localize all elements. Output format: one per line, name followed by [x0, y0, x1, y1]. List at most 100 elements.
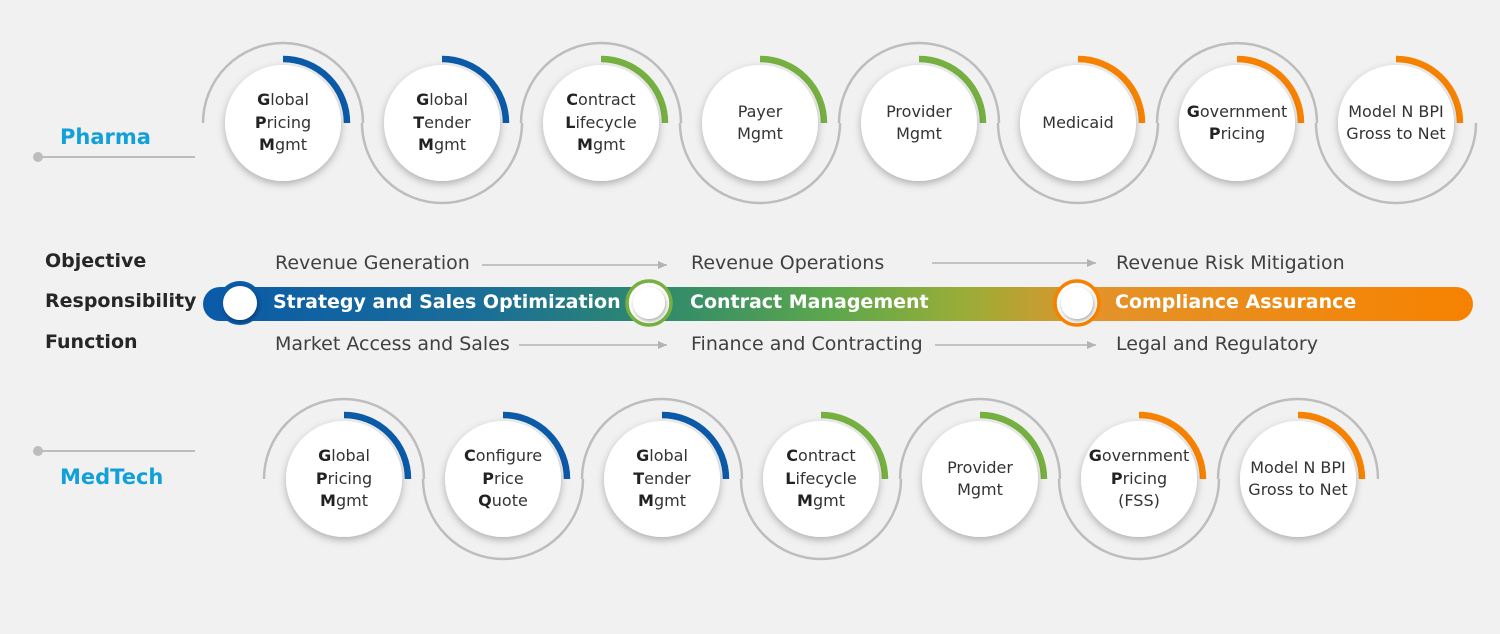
pharma-item-3-line-1: Contract	[566, 90, 636, 110]
pharma-node-2	[384, 55, 510, 181]
pharma-node-1	[225, 55, 351, 181]
medtech-item-4-line-1: Contract	[786, 446, 856, 466]
pharma-node-7	[1179, 55, 1305, 181]
pharma-wave-7	[1155, 41, 1319, 124]
medtech-item-7-line-1: Model N BPI	[1250, 457, 1346, 477]
pharma-item-4-line-1: Payer	[737, 101, 783, 121]
pharma-label: Pharma	[60, 125, 151, 149]
pharma-item-1-line-3: Mgmt	[259, 135, 307, 155]
medtech-item-2-line-3: Quote	[478, 491, 528, 511]
pharma-wave-4	[678, 122, 842, 205]
medtech-circle-7	[1240, 421, 1356, 537]
medtech-accent-arc-1	[343, 411, 412, 480]
medtech-item-1-line-2: Pricing	[315, 468, 373, 488]
medtech-node-7	[1240, 411, 1366, 537]
function-3: Legal and Regulatory	[1116, 333, 1318, 355]
pharma-circle-5	[861, 65, 977, 181]
medtech-wave-3	[580, 397, 744, 480]
medtech-circle-2	[445, 421, 561, 537]
medtech-wave-6	[1057, 478, 1221, 561]
knob-2	[625, 279, 673, 327]
medtech-node-3	[604, 411, 730, 537]
responsibility-row-label: Responsibility	[45, 290, 197, 312]
pharma-wave-3	[519, 41, 683, 124]
medtech-node-2	[445, 411, 571, 537]
pharma-node-3	[543, 55, 669, 181]
medtech-accent-arc-2	[502, 411, 571, 480]
pharma-leader-dot	[33, 152, 43, 162]
medtech-item-1-line-1: Global	[318, 446, 370, 466]
pharma-item-label-6: Medicaid	[1013, 112, 1143, 135]
medtech-wave-7	[1216, 397, 1380, 480]
medtech-item-1-line-3: Mgmt	[320, 491, 368, 511]
responsibility-2: Contract Management	[690, 291, 929, 313]
pharma-wave-6	[996, 122, 1160, 205]
pharma-item-2-line-3: Mgmt	[418, 135, 466, 155]
medtech-item-5-line-1: Provider	[947, 457, 1013, 477]
function-row-label: Function	[45, 331, 138, 353]
medtech-wave-4	[739, 478, 903, 561]
medtech-leader-dot	[33, 446, 43, 456]
medtech-item-6-line-1: Government	[1088, 446, 1190, 466]
objective-3: Revenue Risk Mitigation	[1116, 252, 1345, 274]
responsibility-3: Compliance Assurance	[1115, 291, 1357, 313]
medtech-accent-arc-7	[1297, 411, 1366, 480]
responsibility-1: Strategy and Sales Optimization	[273, 291, 621, 313]
medtech-circle-3	[604, 421, 720, 537]
objective-row-label: Objective	[45, 250, 147, 272]
pharma-wave-2	[360, 122, 524, 205]
pharma-item-8-line-2: Gross to Net	[1346, 124, 1446, 143]
function-2: Finance and Contracting	[691, 333, 923, 355]
pharma-accent-arc-7	[1236, 55, 1305, 124]
pharma-circle-4	[702, 65, 818, 181]
pharma-item-3-line-3: Mgmt	[577, 135, 625, 155]
medtech-accent-arc-3	[661, 411, 730, 480]
pharma-wave-1	[201, 41, 365, 124]
medtech-circle-1	[286, 421, 402, 537]
medtech-circle-6	[1081, 421, 1197, 537]
pharma-accent-arc-8	[1395, 55, 1464, 124]
pharma-circle-1	[225, 65, 341, 181]
medtech-node-5	[922, 411, 1048, 537]
pharma-item-2-line-2: Tender	[413, 112, 471, 132]
knob-1	[218, 281, 262, 325]
objective-1: Revenue Generation	[275, 252, 470, 274]
pharma-item-2-line-1: Global	[416, 90, 468, 110]
medtech-wave-1	[262, 397, 426, 480]
pharma-node-5	[861, 55, 987, 181]
pharma-circle-2	[384, 65, 500, 181]
pharma-item-6-line-1: Medicaid	[1042, 112, 1114, 132]
medtech-label: MedTech	[60, 465, 164, 489]
medtech-accent-arc-4	[820, 411, 889, 480]
pharma-item-7-line-2: Pricing	[1208, 124, 1266, 143]
pharma-item-1-line-1: Global	[257, 90, 309, 110]
medtech-node-6	[1081, 411, 1207, 537]
pharma-item-5-line-1: Provider	[886, 101, 952, 121]
medtech-item-3-line-2: Tender	[633, 468, 691, 488]
pharma-item-3-line-2: Lifecycle	[565, 112, 637, 132]
pharma-accent-arc-5	[918, 55, 987, 124]
medtech-accent-arc-5	[979, 411, 1048, 480]
medtech-node-4	[763, 411, 889, 537]
medtech-item-6-line-3: (FSS)	[1118, 491, 1160, 511]
pharma-node-8	[1338, 55, 1464, 181]
medtech-item-3-line-1: Global	[636, 446, 688, 466]
medtech-item-6-line-2: Pricing	[1110, 468, 1168, 488]
function-1: Market Access and Sales	[275, 333, 510, 355]
medtech-item-4-line-2: Lifecycle	[785, 468, 857, 488]
medtech-circle-5	[922, 421, 1038, 537]
pharma-circle-8	[1338, 65, 1454, 181]
pharma-accent-arc-1	[282, 55, 351, 124]
medtech-item-5-line-2: Mgmt	[957, 480, 1003, 499]
